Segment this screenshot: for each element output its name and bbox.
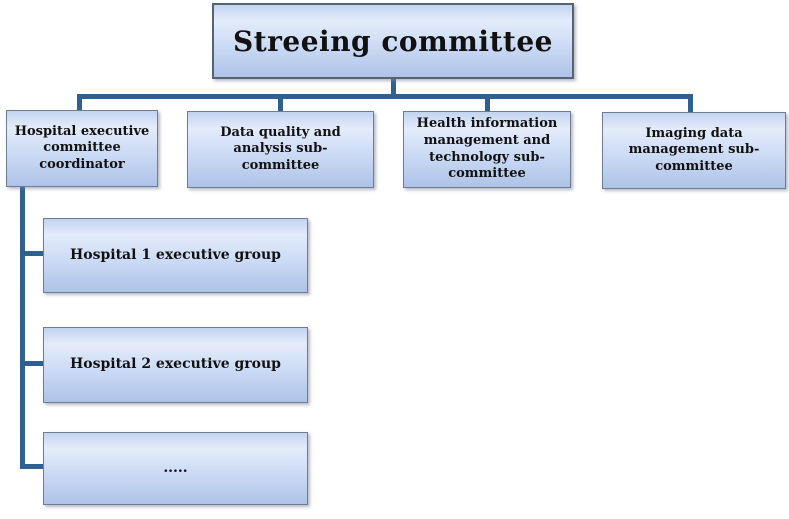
node-hospital-1-executive-group: Hospital 1 executive group [43, 218, 308, 293]
node-imaging-data-subcommittee: Imaging data management sub- committee [602, 112, 786, 189]
node-hospital-executive-coordinator-label: Hospital executive committee coordinator [14, 123, 150, 172]
node-health-info-subcommittee: Health information management and techno… [403, 111, 571, 188]
node-data-quality-subcommittee-label: Data quality and analysis sub- committee [220, 124, 341, 173]
node-steering-committee: Streeing committee [212, 3, 574, 79]
node-steering-committee-label: Streeing committee [233, 24, 553, 58]
connector-branch-hospital-1 [20, 251, 44, 256]
node-ellipsis-group-label: ..... [163, 459, 188, 476]
node-data-quality-subcommittee: Data quality and analysis sub- committee [187, 111, 374, 188]
connector-drop-imaging-data [688, 94, 693, 113]
node-health-info-subcommittee-label: Health information management and techno… [416, 116, 558, 182]
node-hospital-2-executive-group-label: Hospital 2 executive group [70, 356, 281, 373]
node-hospital-2-executive-group: Hospital 2 executive group [43, 327, 308, 403]
connector-trunk-hospital-groups [20, 186, 25, 469]
connector-branch-hospital-2 [20, 361, 44, 366]
connector-root-stub [391, 78, 396, 96]
connector-branch-ellipsis [20, 464, 44, 469]
node-ellipsis-group: ..... [43, 432, 308, 505]
connector-drop-health-info [485, 94, 490, 112]
node-imaging-data-subcommittee-label: Imaging data management sub- committee [628, 125, 760, 174]
node-hospital-1-executive-group-label: Hospital 1 executive group [70, 246, 281, 263]
connector-horizontal-bus [77, 94, 693, 99]
connector-drop-data-quality [278, 94, 283, 112]
node-hospital-executive-coordinator: Hospital executive committee coordinator [6, 110, 158, 187]
connector-drop-coordinator [77, 94, 82, 112]
